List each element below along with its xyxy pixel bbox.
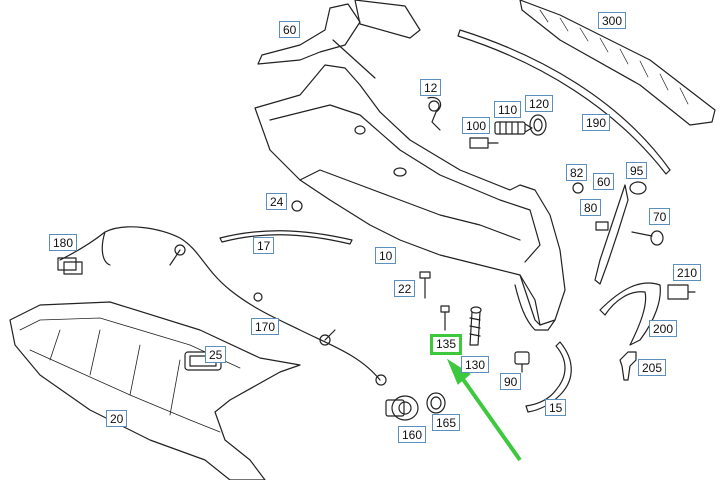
trim-strip-300 bbox=[519, 0, 716, 126]
part-label-60-lower[interactable]: 60 bbox=[593, 173, 615, 190]
screw-135-shape bbox=[440, 305, 450, 331]
part-label-15[interactable]: 15 bbox=[545, 399, 567, 416]
part-label-300[interactable]: 300 bbox=[598, 12, 627, 29]
clip-90 bbox=[514, 351, 530, 373]
part-label-165[interactable]: 165 bbox=[432, 414, 461, 431]
clip-100 bbox=[469, 137, 499, 149]
ring-165 bbox=[426, 392, 446, 414]
part-label-110[interactable]: 110 bbox=[494, 101, 522, 118]
part-label-80[interactable]: 80 bbox=[580, 199, 602, 216]
clip-80 bbox=[595, 221, 609, 231]
strip-17 bbox=[219, 230, 353, 245]
part-label-130[interactable]: 130 bbox=[461, 356, 490, 373]
wheel-arch-liner-200 bbox=[599, 282, 661, 346]
bracket-60 bbox=[594, 184, 629, 285]
part-label-25[interactable]: 25 bbox=[205, 346, 227, 363]
part-label-120[interactable]: 120 bbox=[525, 95, 554, 112]
part-label-180[interactable]: 180 bbox=[49, 234, 78, 251]
upper-bracket-shape bbox=[257, 3, 361, 65]
clip-12 bbox=[427, 96, 442, 131]
sensor-160 bbox=[385, 395, 419, 421]
part-label-20[interactable]: 20 bbox=[106, 410, 128, 427]
part-label-60-upper[interactable]: 60 bbox=[279, 21, 301, 38]
bolt-70 bbox=[631, 230, 664, 246]
trim-strip-190 bbox=[457, 29, 671, 175]
retainer-24 bbox=[291, 200, 303, 212]
part-label-170[interactable]: 170 bbox=[251, 318, 280, 335]
nut-82 bbox=[572, 182, 584, 194]
highlight-arrow bbox=[446, 358, 522, 462]
part-label-82[interactable]: 82 bbox=[566, 164, 588, 181]
nut-95 bbox=[629, 181, 647, 195]
sensor-210 bbox=[667, 284, 689, 300]
part-label-190[interactable]: 190 bbox=[582, 114, 611, 131]
part-label-12[interactable]: 12 bbox=[420, 79, 442, 96]
grommet-120 bbox=[529, 114, 547, 136]
part-label-90[interactable]: 90 bbox=[500, 373, 522, 390]
bolt-110 bbox=[494, 121, 533, 135]
part-label-24[interactable]: 24 bbox=[266, 193, 288, 210]
part-label-95[interactable]: 95 bbox=[626, 162, 648, 179]
clip-22 bbox=[419, 271, 431, 299]
part-label-10[interactable]: 10 bbox=[375, 247, 397, 264]
part-label-205[interactable]: 205 bbox=[638, 359, 667, 376]
part-label-17[interactable]: 17 bbox=[253, 237, 275, 254]
bolt-205 bbox=[619, 351, 637, 381]
part-label-135-highlighted[interactable]: 135 bbox=[430, 334, 463, 355]
spoiler-shape bbox=[354, 0, 421, 39]
part-label-22[interactable]: 22 bbox=[394, 280, 416, 297]
part-label-160[interactable]: 160 bbox=[398, 426, 427, 443]
strip-15 bbox=[525, 341, 572, 413]
part-label-70[interactable]: 70 bbox=[649, 208, 671, 225]
bumper-cover-10 bbox=[254, 64, 566, 326]
screw-130-shape bbox=[469, 306, 482, 346]
part-label-210[interactable]: 210 bbox=[673, 264, 702, 281]
diffuser-20 bbox=[9, 301, 301, 480]
part-label-100[interactable]: 100 bbox=[462, 117, 491, 134]
part-label-200[interactable]: 200 bbox=[649, 320, 678, 337]
